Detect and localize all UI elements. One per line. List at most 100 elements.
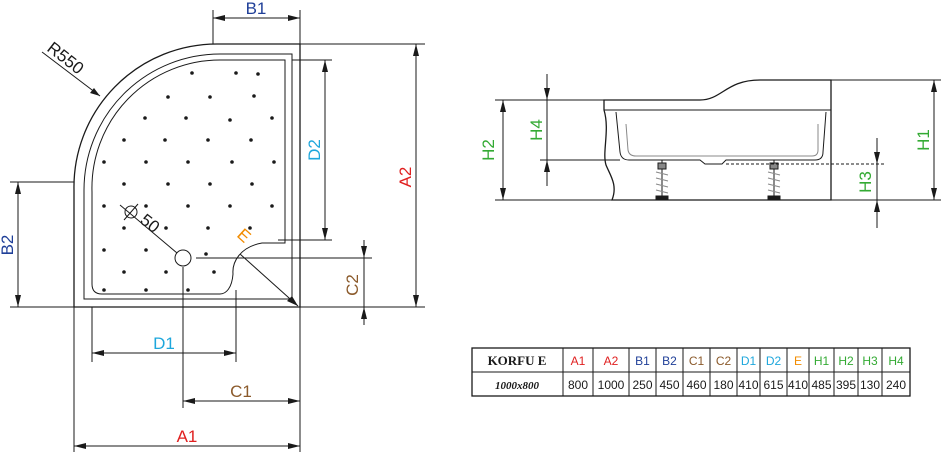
anti-slip-dot: [102, 288, 106, 292]
spec-value-a2: 1000: [598, 378, 625, 392]
spec-table-title: KORFU E: [488, 353, 547, 368]
e-dimension-line: [239, 253, 299, 307]
spec-header-h3: H3: [862, 354, 878, 368]
anti-slip-dot: [250, 182, 254, 186]
anti-slip-dot: [102, 160, 106, 164]
spec-header-a2: A2: [604, 354, 619, 368]
anti-slip-dot: [208, 182, 212, 186]
label-c1: C1: [230, 382, 252, 401]
side-view: [495, 74, 941, 228]
label-h4: H4: [527, 119, 546, 141]
anti-slip-dot: [249, 138, 253, 142]
anti-slip-dot: [122, 138, 126, 142]
anti-slip-dot: [256, 72, 260, 76]
anti-slip-dot: [102, 248, 106, 252]
anti-slip-dot: [166, 182, 170, 186]
spec-header-h4: H4: [888, 354, 904, 368]
basin-side-outline: [615, 111, 827, 165]
spec-value-h4: 240: [886, 378, 906, 392]
tray-side-outline: [603, 79, 832, 201]
label-drain-diameter: 50: [137, 210, 164, 237]
anti-slip-dot: [144, 248, 148, 252]
plan-view: [10, 10, 425, 452]
anti-slip-dot: [272, 160, 276, 164]
spec-value-a1: 800: [568, 378, 588, 392]
spec-value-h3: 130: [860, 378, 880, 392]
diameter-icon: [123, 203, 139, 221]
anti-slip-dot: [164, 270, 168, 274]
anti-slip-dot: [122, 270, 126, 274]
label-b1: B1: [246, 0, 267, 18]
anti-slip-dot: [190, 71, 194, 75]
anti-slip-dot: [206, 226, 210, 230]
radius-leader-line: [41, 51, 101, 97]
spec-header-e: E: [794, 354, 802, 368]
anti-slip-dot: [122, 182, 126, 186]
label-h1: H1: [914, 129, 933, 151]
spec-header-b1: B1: [635, 354, 650, 368]
anti-slip-dot: [204, 252, 208, 256]
spec-table-model: 1000x800: [495, 380, 540, 392]
side-view-labels: H2 H4 H1 H3: [479, 119, 933, 193]
label-radius: R550: [44, 38, 88, 78]
anti-slip-dot: [102, 204, 106, 208]
anti-slip-dot: [234, 71, 238, 75]
anti-slip-dot: [164, 226, 168, 230]
spec-header-d1: D1: [741, 354, 757, 368]
anti-slip-dot: [248, 226, 252, 230]
spec-value-d1: 410: [738, 378, 758, 392]
anti-slip-dot: [186, 204, 190, 208]
spec-header-a1: A1: [571, 354, 586, 368]
anti-slip-dot: [270, 116, 274, 120]
spec-value-b1: 250: [632, 378, 652, 392]
spec-value-c2: 180: [713, 378, 733, 392]
anti-slip-dot: [144, 204, 148, 208]
anti-slip-dot: [228, 118, 232, 122]
spec-table-cells: A1 800 A2 1000 B1 250 B2 450 C1 460 C2 180 D1 410 D2 61…: [568, 348, 906, 396]
plan-view-labels: B1 R550 50 E A2 D2 C2 B2 D1 C1 A1: [0, 0, 415, 446]
left-adjustable-leg: [655, 160, 669, 201]
label-a2: A2: [396, 167, 415, 188]
anti-slip-dots: [102, 71, 276, 292]
anti-slip-dot: [122, 226, 126, 230]
tray-outer-outline: [73, 43, 301, 308]
spec-header-h2: H2: [838, 354, 854, 368]
anti-slip-dot: [144, 160, 148, 164]
tray-inner-outline: [83, 53, 293, 300]
spec-value-b2: 450: [659, 378, 679, 392]
spec-header-h1: H1: [814, 354, 830, 368]
label-d2: D2: [305, 139, 324, 161]
anti-slip-dot: [186, 160, 190, 164]
anti-slip-dot: [212, 270, 216, 274]
spec-value-h2: 395: [836, 378, 856, 392]
label-c2: C2: [343, 274, 362, 296]
spec-value-c1: 460: [686, 378, 706, 392]
anti-slip-dot: [143, 116, 147, 120]
anti-slip-dot: [230, 160, 234, 164]
label-h3: H3: [856, 171, 875, 193]
spec-header-c1: C1: [689, 354, 705, 368]
label-d1: D1: [153, 334, 175, 353]
label-b2: B2: [0, 235, 17, 256]
radius-arrow-head: [90, 88, 100, 96]
right-adjustable-leg: [767, 160, 781, 201]
spec-header-c2: C2: [716, 354, 732, 368]
anti-slip-dot: [186, 288, 190, 292]
anti-slip-dot: [228, 204, 232, 208]
label-h2: H2: [479, 139, 498, 161]
label-a1: A1: [177, 427, 198, 446]
anti-slip-dot: [270, 204, 274, 208]
spec-value-d2: 615: [763, 378, 783, 392]
anti-slip-dot: [163, 138, 167, 142]
spec-header-b2: B2: [662, 354, 677, 368]
spec-header-d2: D2: [766, 354, 782, 368]
anti-slip-dot: [206, 138, 210, 142]
anti-slip-dot: [208, 95, 212, 99]
spec-value-e: 410: [788, 378, 808, 392]
spec-table: KORFU E 1000x800 A1 800 A2 1000 B1 250 B2 450 C1…: [471, 347, 911, 397]
anti-slip-dot: [184, 116, 188, 120]
anti-slip-dot: [166, 95, 170, 99]
anti-slip-dot: [252, 94, 256, 98]
